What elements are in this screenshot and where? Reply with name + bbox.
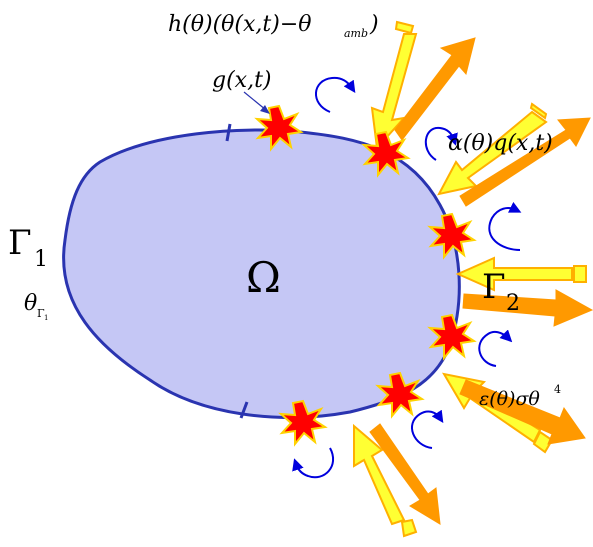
flux-arrow-12 (459, 379, 586, 445)
heat-source-bursts (254, 104, 477, 447)
dirichlet-sub: Γ (37, 307, 45, 320)
flux-arrow-5 (529, 102, 548, 120)
curl-6 (292, 447, 335, 479)
source-label: g(x,t) (212, 68, 272, 93)
flux-arrow-14 (400, 518, 418, 538)
flux-arrow-13 (353, 423, 406, 526)
flux-arrow-11 (532, 430, 554, 454)
flux-arrow-1 (370, 33, 418, 151)
convection-close: ) (369, 12, 379, 37)
source-pointer (243, 91, 267, 111)
convection-sub: amb (344, 27, 368, 40)
curl-1 (315, 76, 356, 113)
boundary1-label: Γ (8, 223, 32, 263)
flux-arrow-7 (455, 256, 573, 292)
burst-6 (278, 399, 328, 447)
curl-4 (478, 329, 513, 367)
flux-arrows (353, 20, 593, 538)
boundary-tick-bottom (239, 401, 249, 419)
convection-curls (292, 76, 522, 479)
boundary1-subscript: 1 (34, 247, 48, 272)
flux-arrow-6 (459, 117, 591, 207)
convection-label: h(θ)(θ(x,t)−θ (168, 12, 312, 37)
flux-arrow-4 (437, 110, 548, 196)
dirichlet-theta: θ (24, 291, 37, 316)
flux-label: α(θ)q(x,t) (448, 131, 553, 156)
flux-arrow-8 (573, 265, 587, 283)
burst-4 (427, 313, 477, 361)
flux-arrow-15 (369, 423, 441, 525)
boundary-tick-top (225, 123, 232, 142)
dirichlet-subsub: 1 (44, 314, 48, 322)
radiation-label: ε(θ)σθ (479, 388, 540, 410)
flux-arrow-9 (462, 289, 593, 327)
boundary2-label: Γ (482, 267, 506, 307)
burst-2 (361, 130, 411, 178)
radiation-exp: 4 (554, 383, 561, 396)
burst-5 (375, 371, 425, 419)
curl-3 (488, 201, 522, 251)
flux-arrow-2 (394, 20, 415, 35)
burst-3 (427, 212, 477, 260)
source-pointer-head (260, 105, 270, 114)
curl-2 (425, 126, 458, 161)
curl-5 (411, 409, 444, 449)
boundary2-subscript: 2 (506, 291, 520, 316)
domain-label: Ω (246, 253, 281, 302)
flux-arrow-3 (394, 37, 476, 141)
burst-1 (254, 104, 304, 152)
